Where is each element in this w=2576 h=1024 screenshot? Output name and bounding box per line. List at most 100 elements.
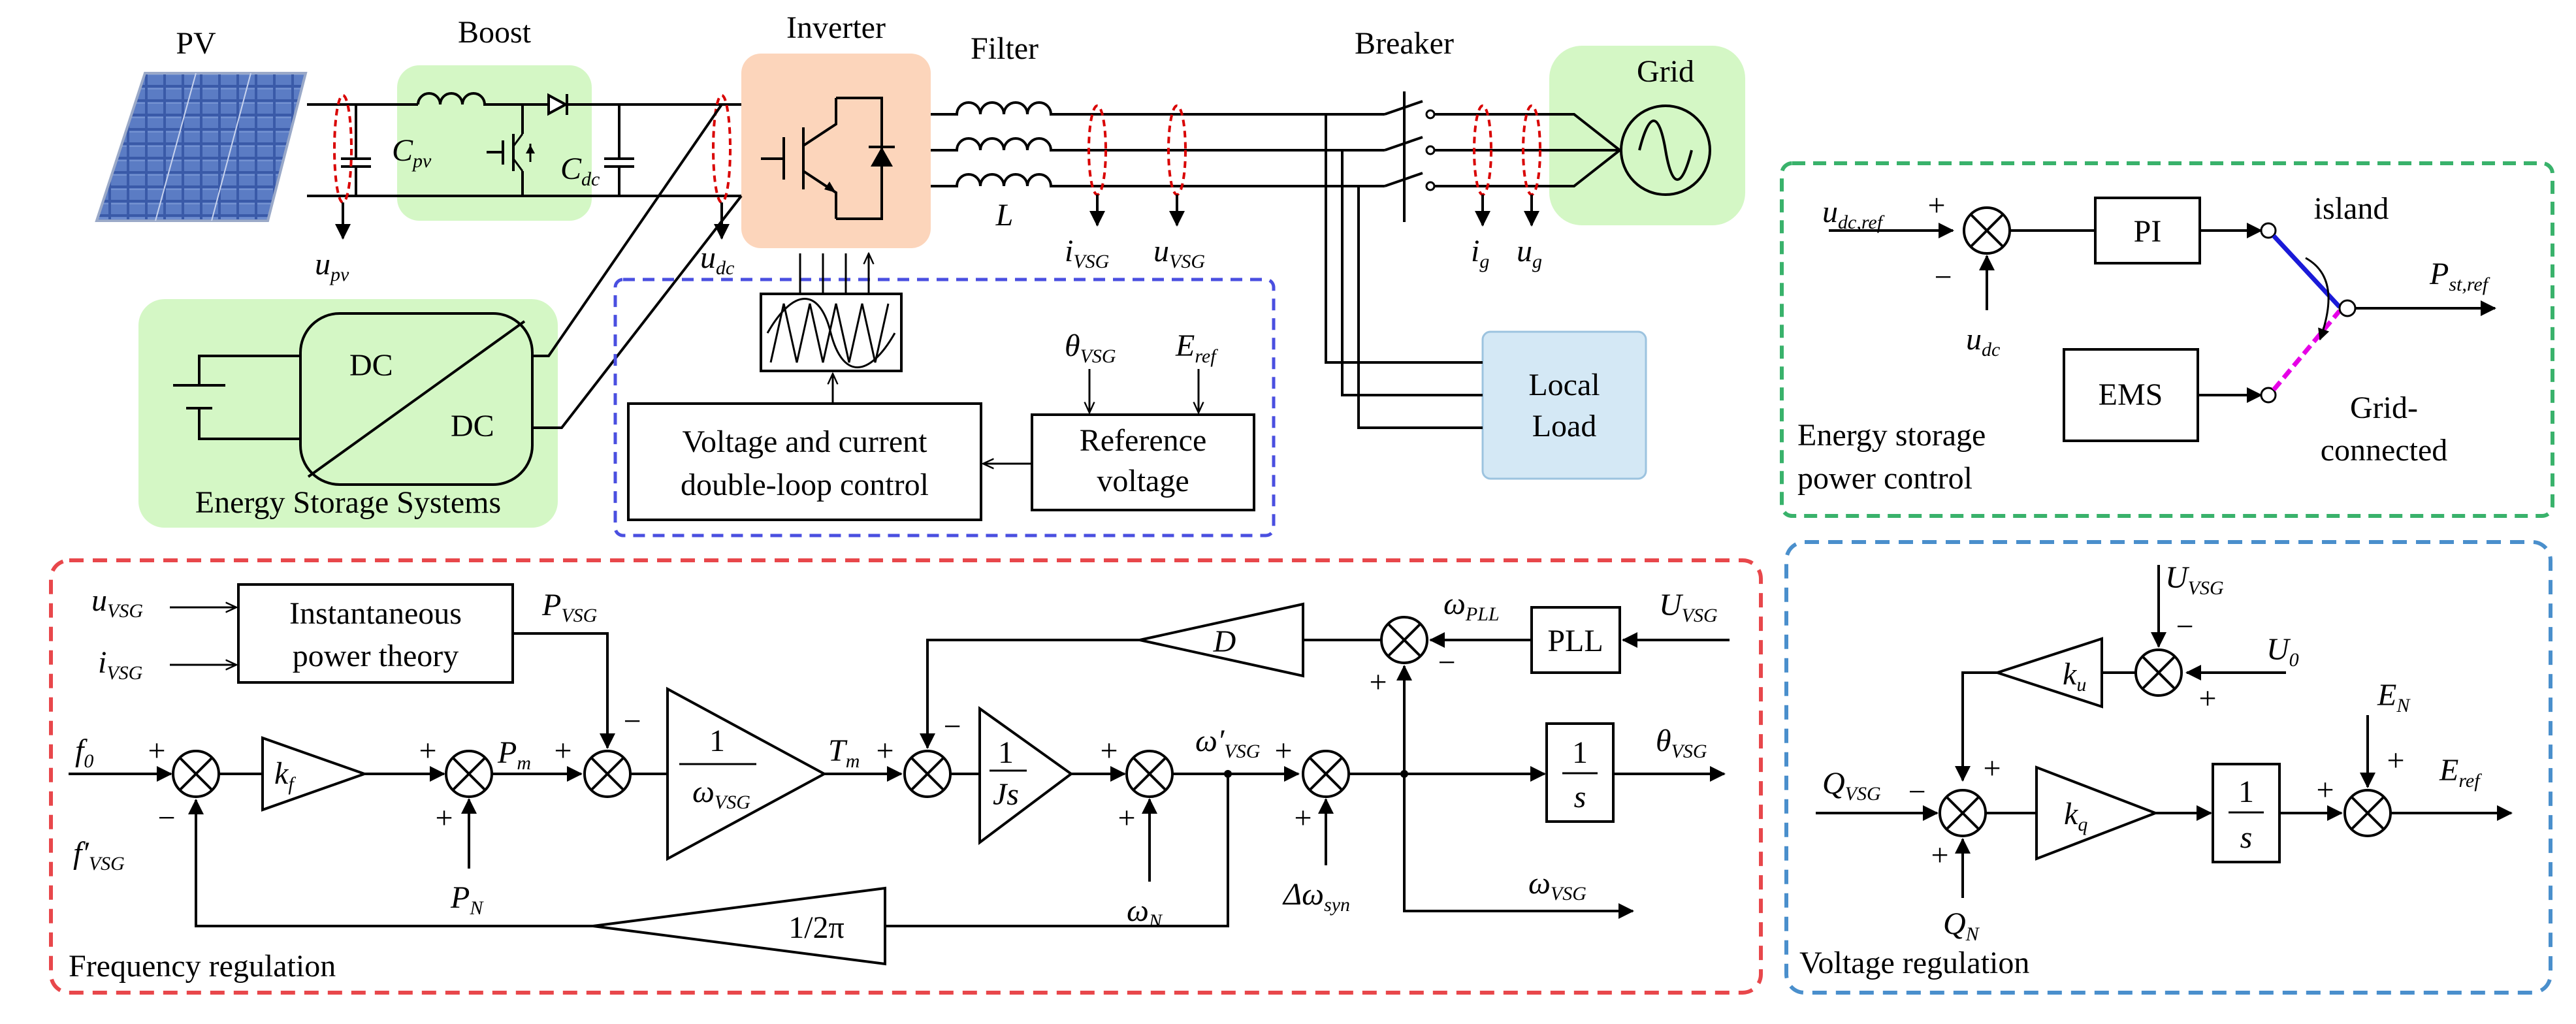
grid-switch-line — [2272, 309, 2342, 392]
upv-label: upv — [315, 247, 349, 285]
inertia-numerator: 1 — [709, 724, 725, 758]
udc-probe — [712, 94, 732, 204]
fr-plus-10: + — [1369, 665, 1387, 699]
tm-label: Tm — [828, 733, 860, 772]
pv-panel-icon — [95, 72, 308, 222]
island-switch-line — [2272, 234, 2342, 309]
ipt-line1: Instantaneous — [289, 596, 462, 631]
freq-sum-6 — [1302, 750, 1350, 798]
dcdc-top-label: DC — [349, 348, 393, 383]
ess-label: Energy Storage Systems — [195, 485, 501, 520]
freq-sum-4 — [903, 750, 952, 798]
fr-uvsg-label: uVSG — [91, 583, 143, 622]
fr-minus-3: − — [943, 709, 961, 744]
ku-label: ku — [2063, 657, 2086, 696]
vc-control-line1: Voltage and current — [683, 424, 928, 459]
ic-eref-label: Eref — [1175, 328, 1218, 367]
freq-sum-2 — [445, 750, 493, 798]
half-pi-gain-block — [592, 886, 886, 966]
pn-label: PN — [450, 880, 484, 919]
vr-plus-3: + — [1931, 838, 1948, 872]
boost-label: Boost — [458, 15, 532, 50]
volt-sum-1 — [2134, 648, 2183, 697]
l-label: L — [995, 198, 1014, 232]
vr-plus-2: + — [1983, 751, 2001, 786]
pwm-block — [760, 293, 903, 372]
fr-plus-1: + — [148, 733, 165, 768]
fr-plus-8: + — [1274, 733, 1292, 768]
filter-inductors — [931, 101, 1385, 187]
filter-label: Filter — [971, 31, 1038, 66]
d-label: D — [1213, 624, 1236, 659]
grid-connected-line2: connected — [2321, 433, 2448, 468]
ic-theta-label: θVSG — [1065, 328, 1116, 367]
boost-background — [397, 65, 592, 221]
frequency-regulation-title: Frequency regulation — [69, 949, 336, 984]
c-dc-label: Cdc — [560, 152, 600, 190]
freq-sum-1 — [172, 750, 220, 798]
js-denominator: Js — [993, 777, 1019, 812]
ref-voltage-line2: voltage — [1097, 464, 1189, 498]
ipt-line2: power theory — [293, 639, 459, 673]
js-numerator: 1 — [998, 735, 1014, 770]
pi-label: PI — [2134, 214, 2162, 249]
fr-plus-3: + — [435, 801, 453, 835]
half-pi-label: 1/2π — [788, 910, 845, 945]
f0-label: f0 — [75, 733, 93, 772]
inverter-control-panel — [613, 278, 1276, 537]
grid-connected-line1: Grid- — [2350, 391, 2418, 425]
fr-integ-den: s — [1574, 780, 1586, 814]
fr-theta-label: θVSG — [1656, 724, 1707, 762]
breaker-label: Breaker — [1355, 26, 1454, 61]
vc-control-line2: double-loop control — [681, 468, 929, 502]
inverter-background — [741, 54, 931, 248]
ig-label: ig — [1471, 234, 1489, 272]
pv-label: PV — [176, 26, 216, 61]
delta-omega-label: Δωsyn — [1282, 877, 1350, 916]
uvsg-label: uVSG — [1153, 234, 1205, 272]
pstref-label: Pst,ref — [2429, 257, 2490, 295]
inverter-label: Inverter — [786, 10, 886, 45]
volt-sum-3 — [2343, 789, 2392, 837]
local-load-line2: Load — [1532, 409, 1597, 443]
voltage-regulation-panel — [1784, 540, 2552, 995]
upv-probe — [333, 94, 353, 204]
freq-sum-7 — [1380, 616, 1428, 664]
frequency-regulation-panel — [49, 558, 1763, 995]
island-label: island — [2314, 191, 2389, 226]
energy-storage-control-panel — [1780, 161, 2554, 518]
ess-battery-icon — [173, 355, 300, 440]
theta-integrator-block — [1545, 722, 1615, 823]
ems-block — [2063, 348, 2199, 442]
d-gain-block — [1139, 602, 1304, 678]
ivsg-label: iVSG — [1065, 234, 1110, 272]
vr-integ-num: 1 — [2238, 775, 2254, 809]
kq-label: kq — [2064, 797, 2087, 835]
fr-Uvsg-label: UVSG — [1659, 588, 1718, 626]
fr-minus-4: − — [1438, 645, 1455, 680]
ku-gain-block — [1993, 637, 2103, 709]
f-vsg-prime-label: f′VSG — [73, 836, 125, 874]
pm-label: Pm — [497, 735, 531, 774]
es-plus-sign: + — [1927, 188, 1945, 223]
voltage-regulation-title: Voltage regulation — [1799, 946, 2029, 980]
es-udc-label: udc — [1966, 322, 2000, 360]
freq-sum-3 — [583, 750, 632, 798]
fr-minus-2: − — [623, 704, 641, 739]
en-label: EN — [2377, 678, 2411, 716]
breaker-icon — [1384, 91, 1621, 222]
vr-integ-den: s — [2240, 820, 2253, 855]
udc-label: udc — [700, 240, 734, 279]
fr-plus-7: + — [1118, 801, 1135, 835]
qn-label: QN — [1943, 906, 1980, 945]
fr-plus-9: + — [1294, 801, 1312, 835]
kq-gain-block — [2035, 765, 2159, 861]
qvsg-label: QVSG — [1822, 766, 1881, 805]
es-summing-junction — [1963, 206, 2011, 255]
es-title-line2: power control — [1797, 461, 1972, 496]
igbt-icon — [761, 97, 895, 220]
grid-background — [1549, 46, 1745, 225]
vr-eref-label: Eref — [2439, 753, 2482, 792]
u0-label: U0 — [2266, 632, 2299, 671]
